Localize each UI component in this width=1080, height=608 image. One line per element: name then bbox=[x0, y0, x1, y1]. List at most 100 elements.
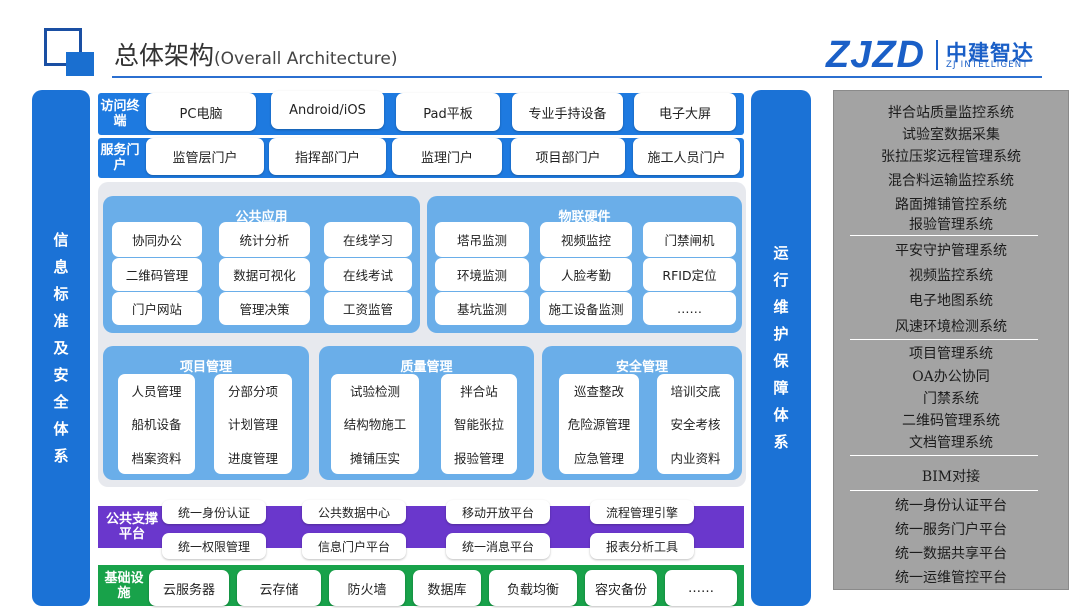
project-mgmt-column: 分部分项 计划管理 进度管理 bbox=[214, 374, 292, 474]
left-column-label: 信息标准及安全体系 bbox=[53, 230, 69, 465]
safety-mgmt-title: 安全管理 bbox=[615, 360, 668, 375]
support-item: 统一身份认证 bbox=[162, 500, 266, 524]
quality-mgmt-column: 拌合站 智能张拉 报验管理 bbox=[441, 374, 517, 474]
iot-item: 塔吊监测 bbox=[435, 222, 529, 257]
systems-divider bbox=[850, 339, 1038, 340]
iot-item: 施工设备监测 bbox=[540, 292, 632, 325]
system-item: 路面摊铺管控系统 bbox=[895, 197, 1007, 213]
system-item: 统一服务门户平台 bbox=[895, 522, 1007, 538]
systems-divider bbox=[850, 235, 1038, 236]
system-item: 二维码管理系统 bbox=[902, 413, 1000, 429]
system-item: 报验管理系统 bbox=[909, 217, 993, 233]
left-column-security: 信息标准及安全体系 bbox=[32, 90, 90, 606]
systems-group-quality: 拌合站质量监控系统 试验室数据采集 张拉压浆远程管理系统 混合料运输监控系统 路… bbox=[833, 102, 1069, 234]
systems-group-bim: BIM对接 bbox=[833, 466, 1069, 488]
portal-label: 服务门户 bbox=[100, 143, 140, 173]
infra-label: 基础设施 bbox=[104, 570, 144, 601]
support-item: 统一权限管理 bbox=[162, 533, 266, 559]
support-item: 信息门户平台 bbox=[302, 533, 406, 559]
title-cn: 总体架构 bbox=[114, 41, 215, 70]
iot-item: 环境监测 bbox=[435, 258, 529, 291]
safety-mgmt-item: 培训交底 bbox=[670, 384, 721, 400]
system-item: 统一数据共享平台 bbox=[895, 546, 1007, 562]
quality-mgmt-item: 智能张拉 bbox=[453, 417, 504, 433]
public-app-item: 协同办公 bbox=[112, 222, 202, 257]
systems-divider bbox=[850, 455, 1038, 456]
access-item: Android/iOS bbox=[271, 91, 384, 129]
page-title: 总体架构(Overall Architecture) bbox=[114, 36, 398, 72]
project-mgmt-column: 人员管理 船机设备 档案资料 bbox=[118, 374, 195, 474]
access-label: 访问终端 bbox=[100, 99, 140, 129]
support-item: 移动开放平台 bbox=[446, 500, 550, 524]
project-mgmt-item: 进度管理 bbox=[227, 450, 278, 466]
safety-mgmt-item: 危险源管理 bbox=[567, 417, 631, 433]
public-app-item: 二维码管理 bbox=[112, 258, 202, 291]
infra-item: 云存储 bbox=[237, 570, 321, 606]
public-app-item: 管理决策 bbox=[219, 292, 310, 325]
middle-column-ops: 运行维护保障体系 bbox=[751, 90, 811, 606]
infra-item: 负载均衡 bbox=[489, 570, 577, 606]
brand-logo-en: ZJ INTELLIGENT bbox=[946, 60, 1029, 70]
middle-column-label: 运行维护保障体系 bbox=[773, 244, 789, 451]
system-item: 电子地图系统 bbox=[909, 293, 993, 309]
system-item: 统一运维管控平台 bbox=[895, 570, 1007, 586]
safety-mgmt-item: 安全考核 bbox=[670, 417, 721, 433]
title-en: (Overall Architecture) bbox=[214, 49, 398, 69]
systems-group-safety: 平安守护管理系统 视频监控系统 电子地图系统 风速环境检测系统 bbox=[833, 240, 1069, 340]
infra-item: 数据库 bbox=[413, 570, 481, 606]
public-app-item: 在线考试 bbox=[324, 258, 412, 291]
system-item: 视频监控系统 bbox=[909, 268, 993, 284]
quality-mgmt-item: 拌合站 bbox=[460, 384, 498, 400]
public-apps-title: 公共应用 bbox=[235, 210, 288, 225]
system-item: BIM对接 bbox=[921, 469, 981, 485]
infra-item: 云服务器 bbox=[149, 570, 229, 606]
support-item: 统一消息平台 bbox=[446, 533, 550, 559]
access-item: 专业手持设备 bbox=[512, 93, 623, 131]
iot-title: 物联硬件 bbox=[558, 210, 611, 225]
system-item: 试验室数据采集 bbox=[902, 127, 1000, 143]
access-item: PC电脑 bbox=[146, 93, 256, 131]
iot-item: RFID定位 bbox=[643, 258, 736, 291]
access-item: Pad平板 bbox=[396, 93, 500, 131]
title-underline bbox=[112, 76, 1042, 78]
brand-logo-cn: 中建智达 bbox=[946, 41, 1034, 65]
public-app-item: 工资监管 bbox=[324, 292, 412, 325]
iot-item: 人脸考勤 bbox=[540, 258, 632, 291]
logo-square-fill bbox=[66, 52, 94, 76]
safety-mgmt-column: 巡查整改 危险源管理 应急管理 bbox=[559, 374, 639, 474]
project-mgmt-title: 项目管理 bbox=[179, 360, 232, 375]
access-item: 电子大屏 bbox=[634, 93, 736, 131]
safety-mgmt-column: 培训交底 安全考核 内业资料 bbox=[657, 374, 734, 474]
quality-mgmt-item: 报验管理 bbox=[453, 450, 504, 466]
quality-mgmt-title: 质量管理 bbox=[400, 360, 453, 375]
brand-divider bbox=[936, 40, 938, 70]
systems-group-project: 项目管理系统 OA办公协同 门禁系统 二维码管理系统 文档管理系统 bbox=[833, 343, 1069, 452]
support-item: 报表分析工具 bbox=[590, 533, 694, 559]
system-item: 文档管理系统 bbox=[909, 435, 993, 451]
project-mgmt-item: 档案资料 bbox=[131, 450, 182, 466]
system-item: 平安守护管理系统 bbox=[895, 243, 1007, 259]
portal-item: 项目部门户 bbox=[511, 138, 625, 175]
quality-mgmt-column: 试验检测 结构物施工 摊铺压实 bbox=[331, 374, 419, 474]
public-app-item: 数据可视化 bbox=[219, 258, 310, 291]
support-item: 公共数据中心 bbox=[302, 500, 406, 524]
system-item: 项目管理系统 bbox=[909, 346, 993, 362]
iot-item: …… bbox=[643, 292, 736, 325]
system-item: 风速环境检测系统 bbox=[895, 319, 1007, 335]
system-item: OA办公协同 bbox=[912, 369, 990, 385]
quality-mgmt-item: 试验检测 bbox=[349, 384, 400, 400]
public-app-item: 在线学习 bbox=[324, 222, 412, 257]
iot-item: 基坑监测 bbox=[435, 292, 529, 325]
iot-item: 视频监控 bbox=[540, 222, 632, 257]
portal-item: 监理门户 bbox=[392, 138, 502, 175]
project-mgmt-item: 人员管理 bbox=[131, 384, 182, 400]
public-app-item: 门户网站 bbox=[112, 292, 202, 325]
system-item: 张拉压浆远程管理系统 bbox=[881, 149, 1021, 165]
quality-mgmt-item: 结构物施工 bbox=[343, 417, 407, 433]
quality-mgmt-item: 摊铺压实 bbox=[349, 450, 400, 466]
project-mgmt-item: 分部分项 bbox=[227, 384, 278, 400]
system-item: 拌合站质量监控系统 bbox=[888, 105, 1014, 121]
safety-mgmt-item: 内业资料 bbox=[670, 450, 721, 466]
brand-logo-latin: ZJZD bbox=[826, 34, 925, 76]
support-item: 流程管理引擎 bbox=[590, 500, 694, 524]
